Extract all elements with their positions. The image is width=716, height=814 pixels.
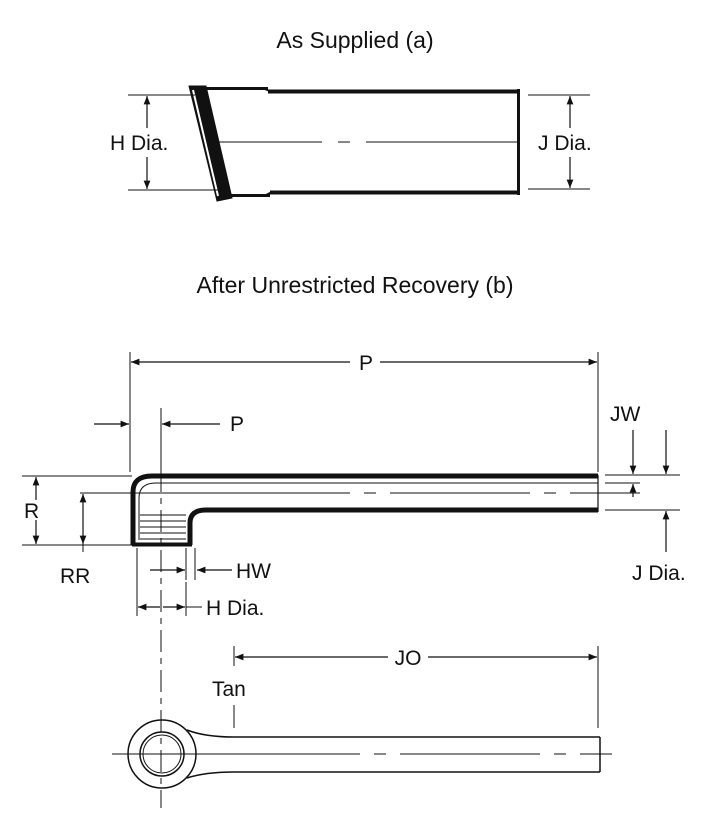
p-overall-dimension: [129, 352, 599, 472]
p-offset-dimension: [94, 408, 220, 470]
tan-label: Tan: [212, 678, 246, 701]
jw-label: JW: [610, 403, 641, 426]
plan-view: [112, 719, 612, 789]
p-offset-label: P: [230, 413, 244, 436]
as-supplied-tube: [188, 85, 520, 202]
jo-label: JO: [395, 647, 422, 670]
jw-dimension: [605, 430, 680, 497]
hw-dimension: [150, 548, 232, 580]
j-dia-label-a: J Dia.: [538, 132, 592, 155]
h-dia-dimension-b: [136, 548, 202, 616]
jo-dimension: [233, 646, 599, 728]
j-dia-dimension-a: [528, 94, 590, 190]
h-dia-label-b: H Dia.: [206, 597, 264, 620]
j-dia-dimension-b: [605, 430, 680, 552]
title-after-recovery: After Unrestricted Recovery (b): [197, 272, 514, 298]
h-dia-dimension-a: [128, 94, 220, 191]
title-as-supplied: As Supplied (a): [276, 27, 433, 53]
rr-label: RR: [60, 565, 90, 588]
hw-label: HW: [236, 560, 271, 583]
p-overall-label: P: [359, 352, 373, 375]
r-label: R: [24, 500, 39, 523]
h-dia-label-a: H Dia.: [110, 132, 168, 155]
boot-elbow-body: [80, 473, 640, 547]
j-dia-label-b: J Dia.: [632, 562, 686, 585]
r-dimension: [22, 475, 132, 546]
